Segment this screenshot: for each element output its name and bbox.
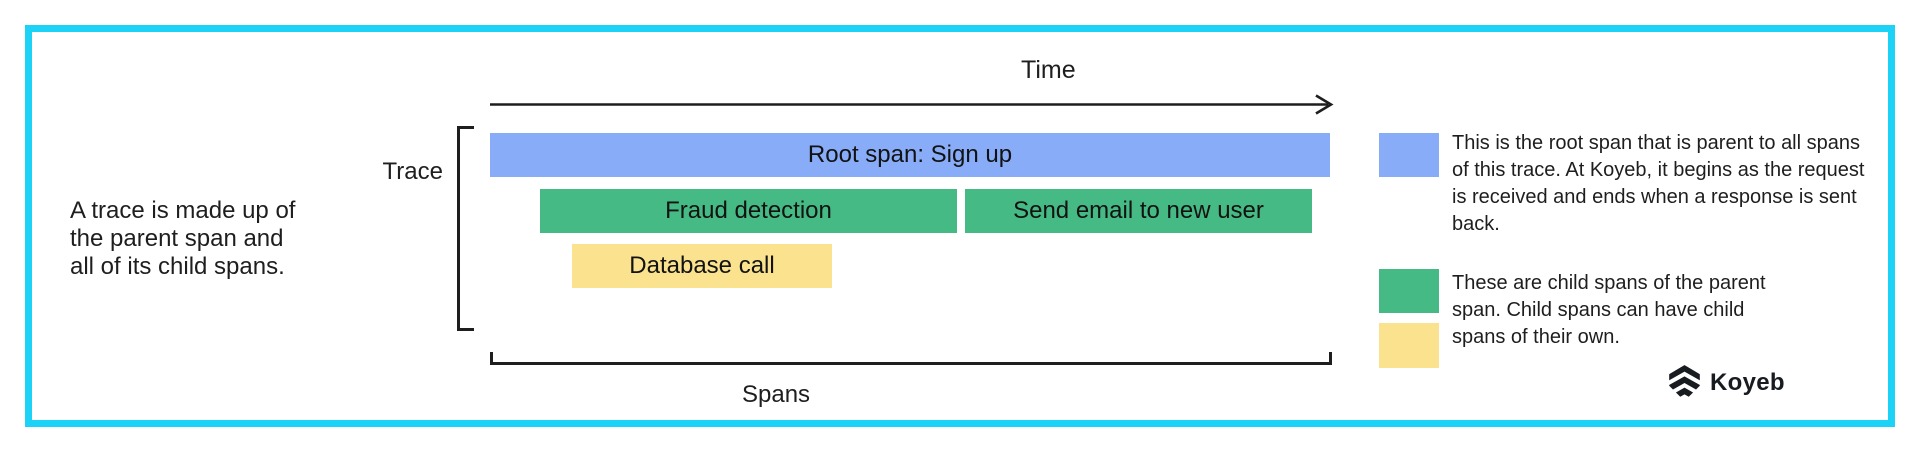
span-bar-root-label: Root span: Sign up: [807, 141, 1013, 168]
trace-description-line: all of its child spans.: [70, 253, 285, 280]
legend-swatch-root-span: [1379, 133, 1439, 177]
diagram-border-frame: [25, 25, 1895, 427]
legend-text-child-spans: These are child spans of the parent span…: [1452, 272, 1766, 348]
spans-bracket: [490, 352, 1332, 365]
koyeb-logo-text: Koyeb: [1710, 369, 1785, 396]
time-arrow-icon: [490, 94, 1334, 115]
span-bar-root: Root span: Sign up: [490, 133, 1330, 177]
time-axis-label: Time: [1021, 56, 1076, 84]
legend-text-root-span: This is the root span that is parent to …: [1452, 132, 1865, 235]
span-bar-fraud-detection: Fraud detection: [540, 189, 957, 233]
trace-bracket: [457, 126, 474, 331]
trace-label: Trace: [382, 158, 443, 185]
legend-swatch-child-span-green: [1379, 269, 1439, 313]
koyeb-logo-icon: [1669, 365, 1700, 401]
trace-description-line: the parent span and: [70, 225, 284, 252]
span-bar-email-label: Send email to new user: [1013, 197, 1264, 224]
trace-description: A trace is made up of the parent span an…: [70, 197, 295, 281]
span-bar-database-label: Database call: [629, 252, 775, 279]
trace-description-line: A trace is made up of: [70, 197, 296, 224]
span-bar-fraud-label: Fraud detection: [665, 197, 832, 224]
span-bar-database-call: Database call: [572, 244, 832, 288]
legend-swatch-child-span-yellow: [1379, 323, 1439, 368]
koyeb-logo: Koyeb: [1668, 365, 1785, 401]
spans-axis-label: Spans: [742, 381, 811, 408]
span-bar-send-email: Send email to new user: [965, 189, 1312, 233]
